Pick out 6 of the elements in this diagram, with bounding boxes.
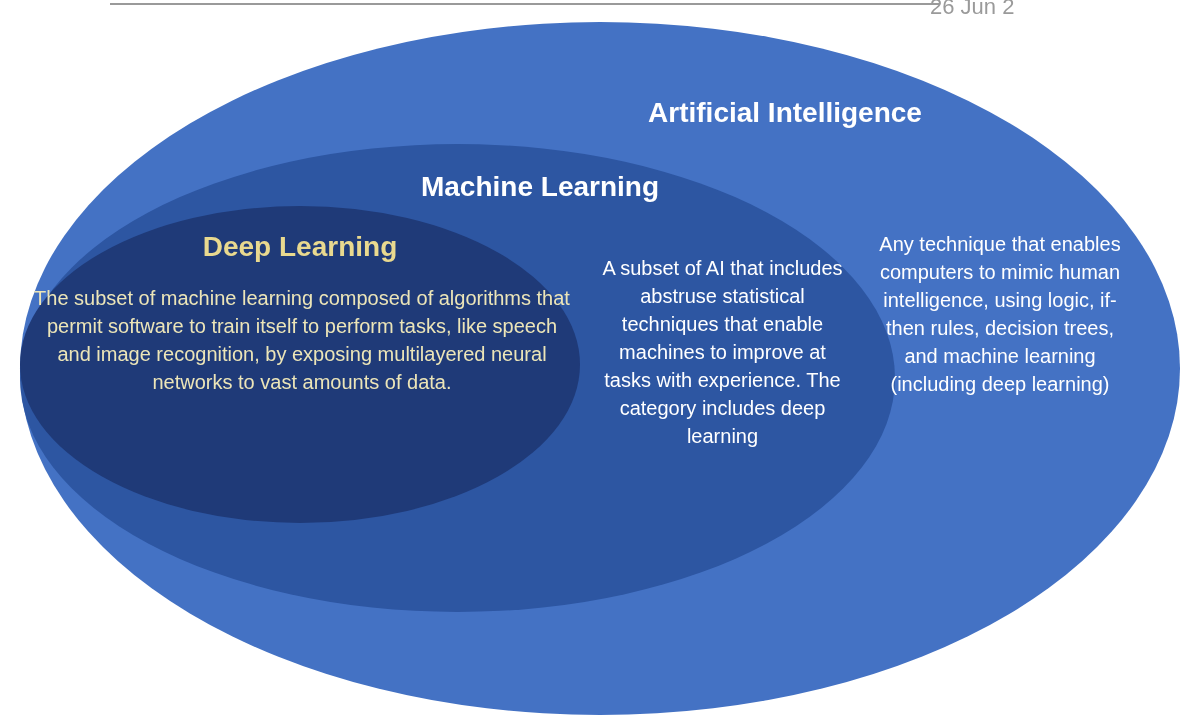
description-text: Any technique that enables computers to mimic human intelligence, using logic, if-then rules, decision trees, and machine learning (including deep learning)	[878, 232, 1122, 397]
description-text: The subset of machine learning composed of algorithms that permit software to train itself to perform tasks, like speech and image recognition, by exposing multilayered neural networks to vast amounts of data.	[33, 286, 571, 395]
description-text: A subset of AI that includes abstruse statistical techniques that enable machines to improve at tasks with experience. The category includes deep learning	[601, 256, 844, 449]
heading: Deep Learning	[201, 230, 399, 264]
heading: Artificial Intelligence	[647, 96, 923, 130]
heading: Machine Learning	[419, 170, 660, 204]
